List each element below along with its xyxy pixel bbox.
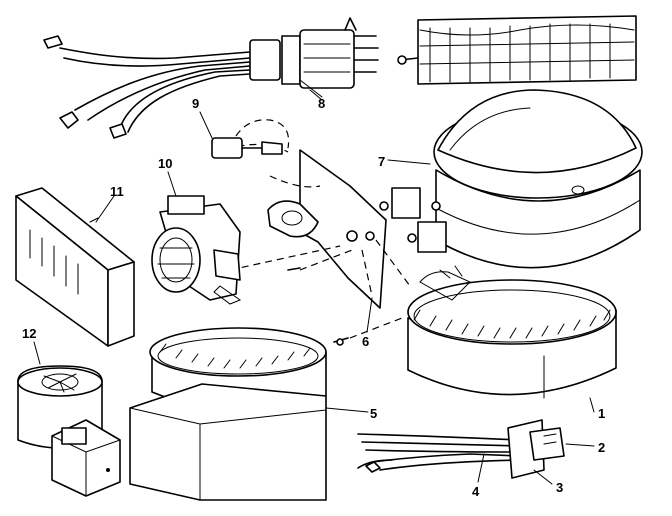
callout-7: 7: [378, 154, 385, 169]
callout-5: 5: [370, 406, 377, 421]
transition-duct: [129, 327, 327, 501]
callout-8: 8: [318, 96, 325, 111]
duct-shroud: [397, 15, 637, 85]
motor-relay: [151, 195, 242, 305]
wire-lead-plug: [357, 419, 565, 479]
leader-lines: [33, 79, 595, 485]
callout-12: 12: [22, 326, 36, 341]
wire-harness-connector: [43, 17, 379, 139]
callout-6: 6: [362, 334, 369, 349]
thermal-switch: [211, 119, 290, 159]
callout-labels: 1 2 3 4 5 6 7 8 9 10 11 12: [22, 96, 605, 499]
cylinder-ring: [407, 265, 617, 399]
callout-10: 10: [158, 156, 172, 171]
callout-11: 11: [110, 184, 124, 199]
callout-4: 4: [472, 484, 480, 499]
cover-box: [15, 187, 135, 347]
callout-9: 9: [192, 96, 199, 111]
callout-3: 3: [556, 480, 563, 495]
small-fan-unit: [17, 365, 121, 497]
mounting-bracket: [225, 143, 411, 346]
callout-2: 2: [598, 440, 605, 455]
dome-fan-housing: [379, 89, 643, 269]
callout-1: 1: [598, 406, 605, 421]
